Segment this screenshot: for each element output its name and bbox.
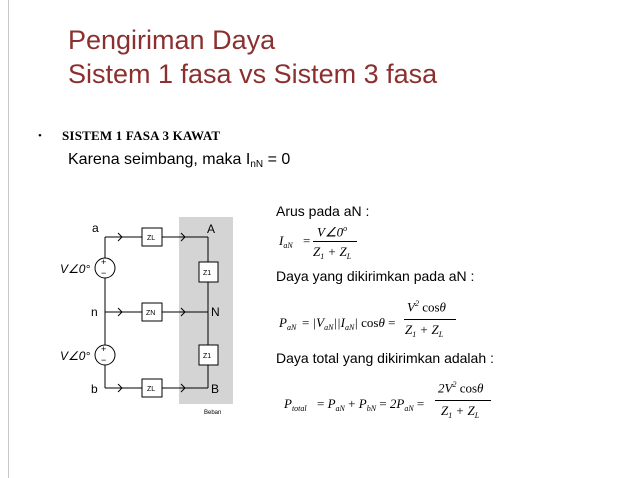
eq3-fraction-bar xyxy=(435,400,491,401)
load-label: Beban xyxy=(204,410,221,416)
minus-icon: − xyxy=(101,355,106,365)
node-label-B: B xyxy=(211,382,219,396)
node-label-n: n xyxy=(91,305,98,319)
slide-title-line1: Pengiriman Daya xyxy=(68,25,276,55)
eq1-numerator: V∠0o xyxy=(317,224,348,240)
eq3-lhs: Ptotal xyxy=(284,396,307,413)
eq2-middle: = |VaN||IaN| cosθ = xyxy=(302,315,396,332)
eq1-equals: = xyxy=(303,233,311,248)
balance-statement: Karena seimbang, maka InN = 0 xyxy=(68,151,290,170)
power-label: Daya yang dikirimkan pada aN : xyxy=(276,268,475,284)
eq1-lhs: IaN xyxy=(279,233,293,250)
balance-statement-suffix: = 0 xyxy=(263,151,291,168)
section-heading: SISTEM 1 FASA 3 KAWAT xyxy=(62,128,221,143)
eq2-lhs: PaN xyxy=(279,315,297,332)
eq2-numerator: V2 cosθ xyxy=(407,299,446,315)
impedance-zl-bottom xyxy=(141,378,163,398)
node-label-A: A xyxy=(207,222,215,236)
node-label-a: a xyxy=(92,221,99,235)
impedance-zn xyxy=(141,302,163,322)
bullet-icon: • xyxy=(38,130,42,142)
impedance-z1-bottom xyxy=(198,344,219,366)
total-power-label: Daya total yang dikirimkan adalah : xyxy=(276,350,494,366)
minus-icon: − xyxy=(101,268,106,278)
eq1-denominator: Z1 + ZL xyxy=(313,244,352,261)
node-label-b: b xyxy=(91,382,98,396)
source-label-top: V∠0° xyxy=(60,262,90,276)
load-box xyxy=(179,217,233,404)
plus-icon: + xyxy=(101,257,106,267)
voltage-source-top xyxy=(94,257,116,279)
impedance-zl-top xyxy=(141,227,163,247)
arrow-icon xyxy=(180,383,186,393)
balance-statement-sub: nN xyxy=(250,159,264,170)
arrow-icon xyxy=(117,232,123,242)
label-zn: ZN xyxy=(146,310,155,317)
slide-title-line2: Sistem 1 fasa vs Sistem 3 fasa xyxy=(68,59,438,89)
eq2-denominator: Z1 + ZL xyxy=(405,322,444,339)
eq3-middle: = PaN + PbN = 2PaN = xyxy=(317,396,425,413)
label-z1-bottom: Z1 xyxy=(203,353,211,360)
current-label: Arus pada aN : xyxy=(276,203,370,219)
arrow-icon xyxy=(180,307,186,317)
label-zl-bottom: ZL xyxy=(147,386,155,393)
plus-icon: + xyxy=(101,344,106,354)
eq2-fraction-bar xyxy=(404,319,456,320)
source-label-bottom: V∠0° xyxy=(60,349,90,363)
balance-statement-prefix: Karena seimbang, maka I xyxy=(68,151,251,168)
impedance-z1-top xyxy=(198,261,219,283)
eq3-numerator: 2V2 cosθ xyxy=(438,380,484,396)
eq3-denominator: Z1 + ZL xyxy=(441,403,480,420)
slide-left-border xyxy=(8,0,9,478)
voltage-source-bottom xyxy=(94,344,116,366)
arrow-icon xyxy=(117,307,123,317)
arrow-icon xyxy=(180,232,186,242)
eq1-fraction-bar xyxy=(313,241,357,242)
label-zl-top: ZL xyxy=(147,235,155,242)
node-label-N: N xyxy=(211,305,220,319)
label-z1-top: Z1 xyxy=(203,270,211,277)
arrow-icon xyxy=(117,383,123,393)
